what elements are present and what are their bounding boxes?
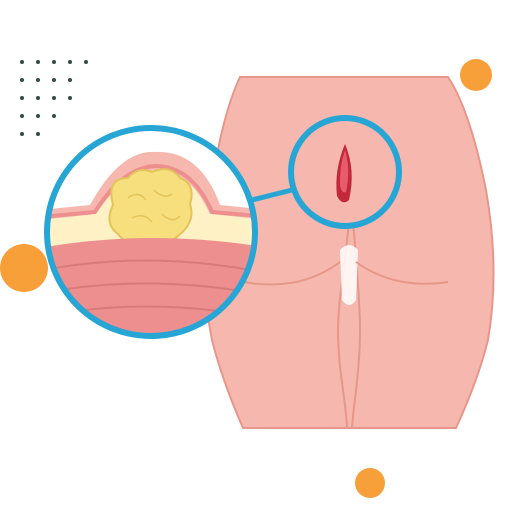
buttock-curve-right bbox=[355, 261, 449, 285]
pilonidal-cyst bbox=[108, 168, 193, 245]
accent-circle-left bbox=[0, 244, 48, 292]
accent-circle-bottom bbox=[355, 468, 385, 498]
buttock-curve-left bbox=[243, 261, 341, 286]
accent-circle-top-right bbox=[460, 59, 492, 91]
cross-section-magnifier bbox=[44, 125, 258, 339]
dot-grid-decoration bbox=[20, 60, 88, 136]
magnifier-connector-line bbox=[251, 187, 293, 203]
body-silhouette bbox=[204, 76, 495, 429]
lesion-magnifier bbox=[288, 115, 402, 229]
